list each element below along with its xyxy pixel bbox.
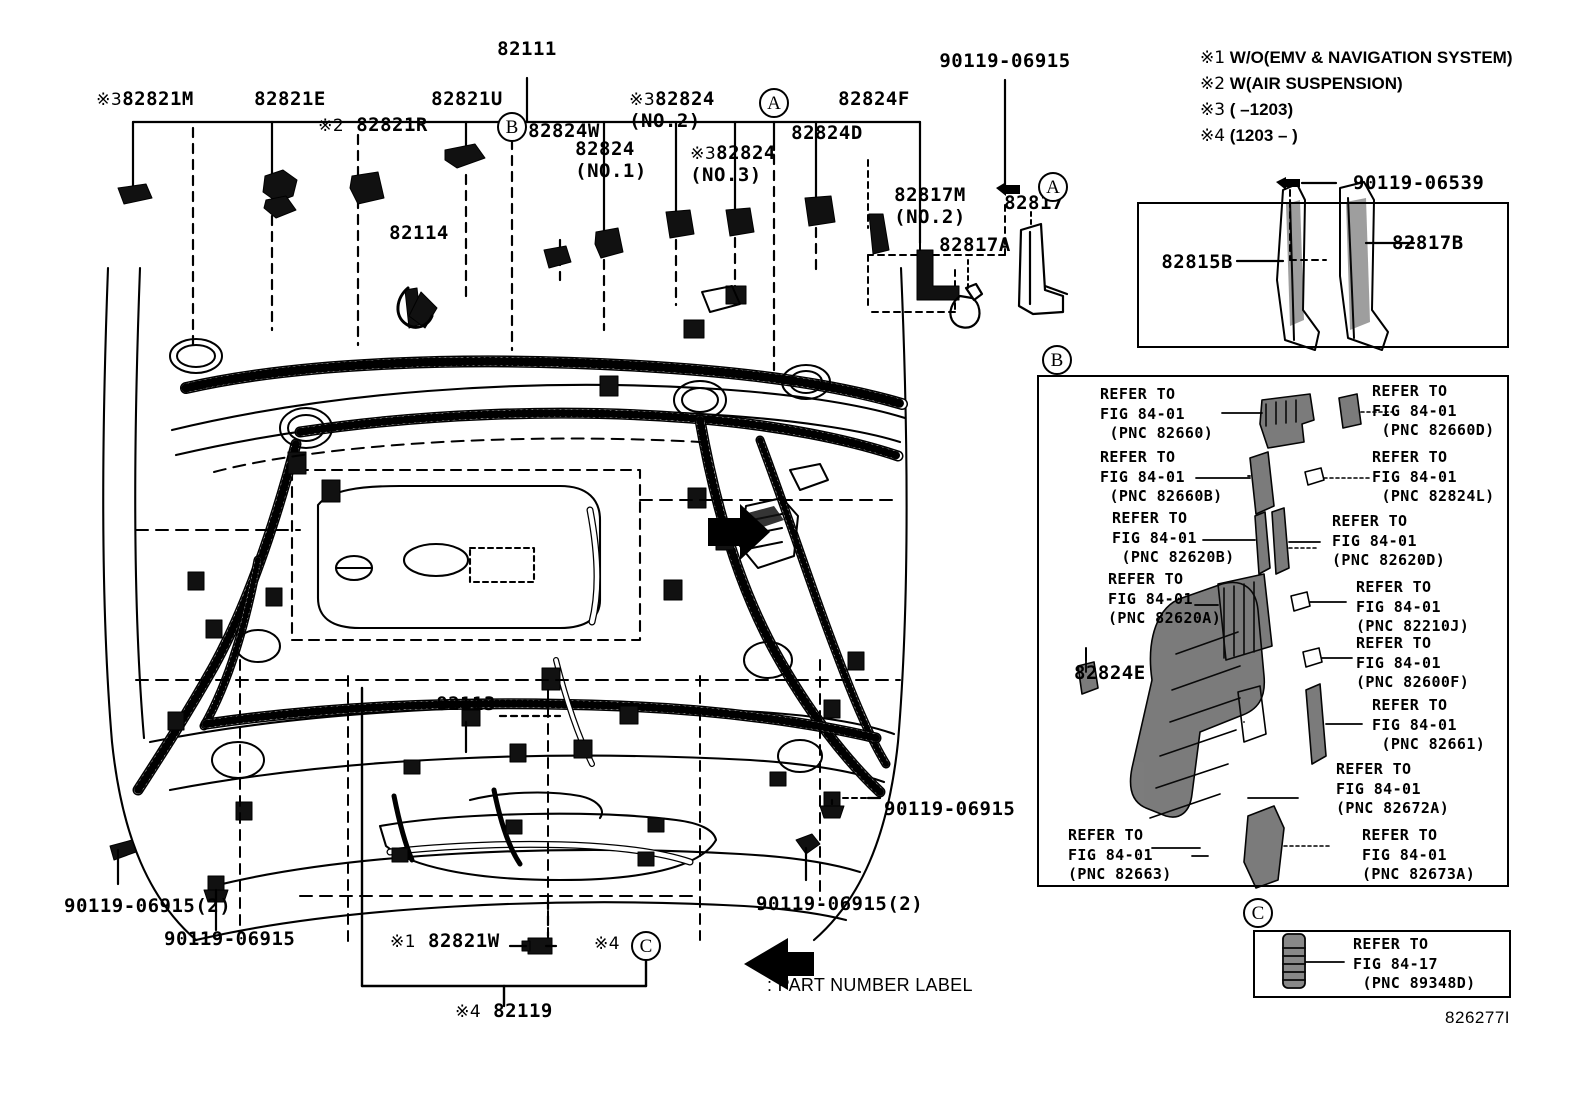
label-82111: 82111: [497, 38, 557, 60]
label-82824-no3: ※382824(NO.3): [690, 142, 776, 187]
label-82817A: 82817A: [939, 234, 1011, 256]
label-82824F: 82824F: [838, 88, 910, 110]
label-82114: 82114: [389, 222, 449, 244]
inset-c-box: [1253, 930, 1511, 998]
inset-a-box: [1137, 202, 1509, 348]
note-4: ※4 (1203 – ): [1200, 126, 1298, 146]
label-82821E: 82821E: [254, 88, 326, 110]
label-82113: 82113: [436, 693, 496, 715]
callout-circle-a-top[interactable]: A: [759, 88, 789, 118]
note-2: ※2 W(AIR SUSPENSION): [1200, 74, 1403, 94]
label-82824-no1: 82824(NO.1): [575, 138, 647, 183]
mark-4-before-circle-c: ※4: [594, 934, 621, 954]
inset-b-letter-circle[interactable]: B: [1042, 345, 1072, 375]
note-1: ※1 W/O(EMV & NAVIGATION SYSTEM): [1200, 48, 1513, 68]
inset-a-letter-circle[interactable]: A: [1038, 172, 1068, 202]
label-82824D: 82824D: [791, 122, 863, 144]
label-82824W: 82824W: [528, 120, 600, 142]
label-82821M: ※382821M: [96, 88, 194, 110]
callout-circle-b-top[interactable]: B: [497, 112, 527, 142]
legend-text: : PART NUMBER LABEL: [767, 975, 973, 995]
inset-c-letter-circle[interactable]: C: [1243, 898, 1273, 928]
label-82119: ※4 82119: [455, 1000, 553, 1022]
inset-b-part-82824E: 82824E: [1074, 662, 1146, 684]
part-number-label-arrow-in-drawing: [708, 504, 770, 560]
label-bolt-bottom-left-2: 90119-06915(2): [64, 895, 232, 917]
inset-a-bolt-label: 90119-06539: [1353, 172, 1485, 194]
inset-a-part-82815B: 82815B: [1161, 251, 1233, 273]
inset-b-box: [1037, 375, 1509, 887]
label-82817M: 82817M(NO.2): [894, 184, 966, 229]
note-3: ※3 ( –1203): [1200, 100, 1294, 120]
label-82824-no2: ※382824(NO.2): [629, 88, 715, 133]
label-82821R: ※2 82821R: [318, 114, 428, 136]
label-82821W: ※1 82821W: [390, 930, 500, 952]
figure-code: 826277I: [1445, 1008, 1510, 1027]
inset-a-part-82817B: 82817B: [1392, 232, 1464, 254]
label-bolt-bottom-left: 90119-06915: [164, 928, 296, 950]
label-bolt-top: 90119-06915: [939, 50, 1071, 72]
label-bolt-bottom-right-2: 90119-06915(2): [756, 893, 924, 915]
label-82821U: 82821U: [431, 88, 503, 110]
label-bolt-bottom-right: 90119-06915: [884, 798, 1016, 820]
callout-circle-c-bottom[interactable]: C: [631, 931, 661, 961]
